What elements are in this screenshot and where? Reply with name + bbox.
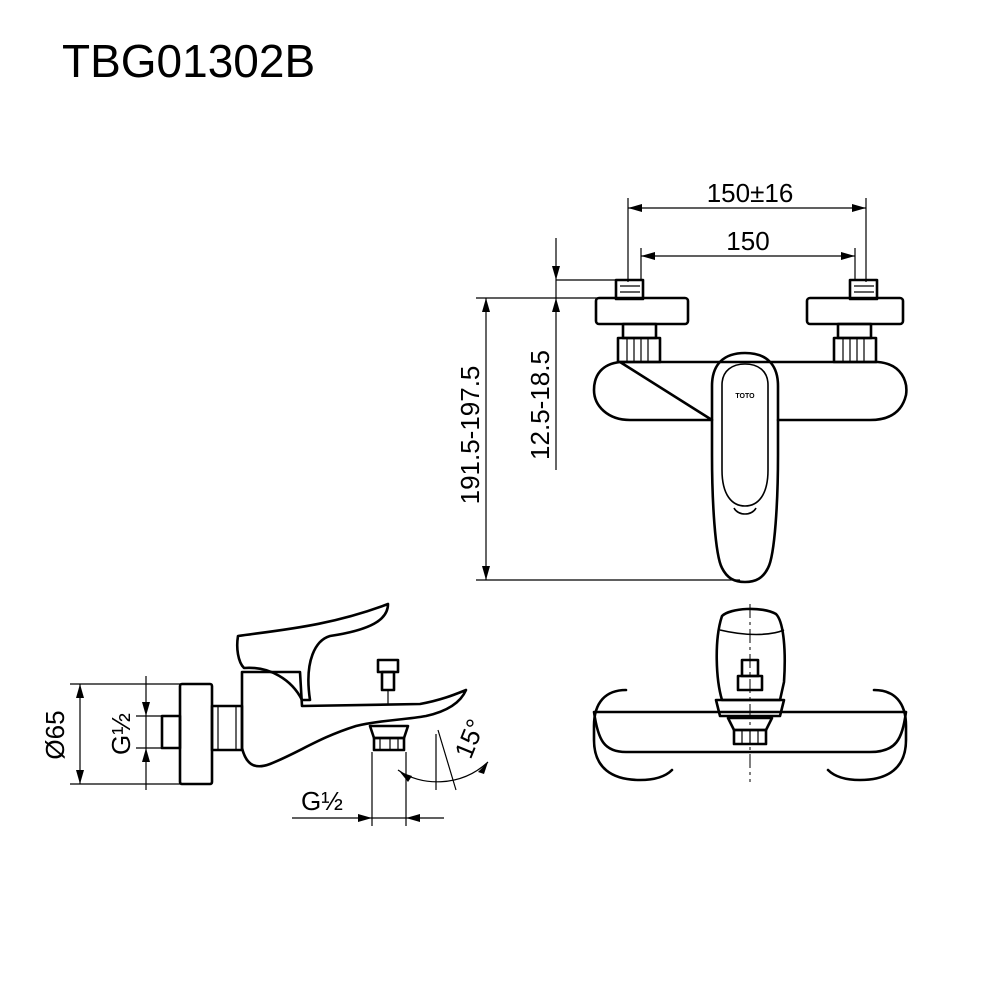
overall-width-label: 150±16 [707, 178, 794, 208]
front-view: TOTO 150±16 150 12.5-18.5 191.5-197.5 [455, 178, 908, 584]
side-lever [235, 602, 390, 702]
inlet-fitting [160, 714, 182, 750]
spout-angle-label: 15° [448, 715, 491, 763]
top-lever [715, 607, 787, 702]
height-range-label: 191.5-197.5 [455, 366, 485, 505]
top-view [592, 604, 908, 782]
outlet-thread-label: G½ [301, 786, 343, 816]
mixer-body [592, 360, 908, 422]
lever-handle [710, 351, 780, 584]
offset-range-label: 12.5-18.5 [525, 350, 555, 460]
wall-flange [178, 682, 214, 786]
right-eccentric-connector [805, 278, 905, 364]
centers-label: 150 [726, 226, 769, 256]
model-number: TBG01302B [62, 35, 315, 87]
inlet-thread-label: G½ [106, 713, 136, 755]
left-eccentric-connector [594, 278, 690, 364]
top-body [592, 710, 908, 754]
side-view: Ø65 G½ G½ 15° [40, 602, 491, 826]
toto-logo: TOTO [735, 393, 755, 400]
side-body [240, 670, 468, 768]
flange-diameter-label: Ø65 [40, 710, 70, 759]
